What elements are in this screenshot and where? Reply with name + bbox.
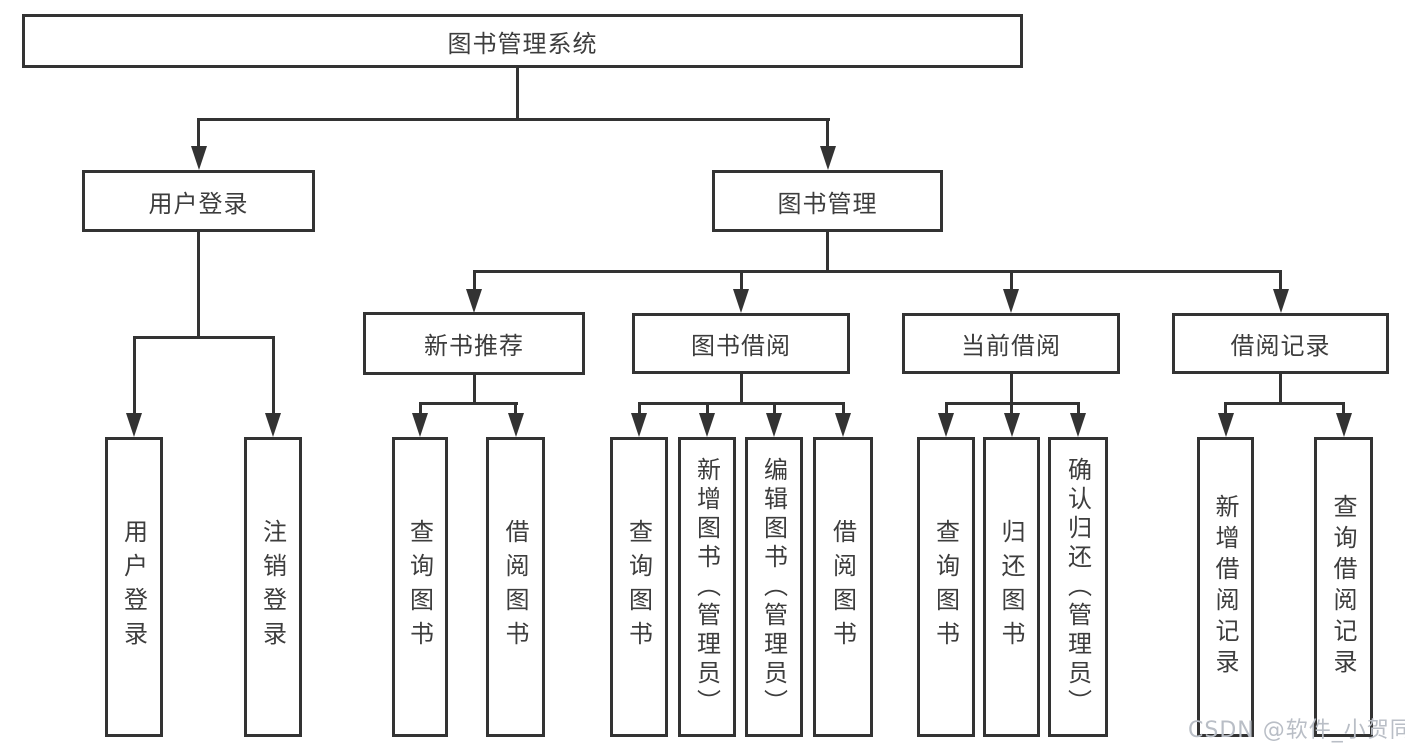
arrow-down-icon bbox=[466, 289, 482, 313]
node-logout: 注销登录 bbox=[244, 437, 302, 737]
connector-line bbox=[472, 375, 476, 405]
node-label: 用户登录 bbox=[148, 189, 249, 218]
connector-line bbox=[472, 270, 1282, 273]
connector-line bbox=[1009, 374, 1013, 405]
connector-line bbox=[271, 336, 275, 415]
node-label: 图书借阅 bbox=[691, 332, 791, 360]
arrow-down-icon bbox=[1335, 413, 1352, 437]
node-query-books-current: 查询图书 bbox=[917, 437, 975, 737]
connector-line bbox=[637, 402, 641, 416]
arrow-down-icon bbox=[766, 413, 782, 437]
arrow-down-icon bbox=[507, 413, 524, 437]
arrow-down-icon bbox=[631, 413, 647, 437]
arrow-down-icon bbox=[699, 413, 715, 437]
arrow-down-icon bbox=[733, 289, 749, 313]
node-query-books-borrowing: 查询图书 bbox=[610, 437, 668, 737]
connector-line bbox=[841, 402, 845, 416]
connector-line bbox=[637, 402, 845, 405]
arrow-down-icon bbox=[1003, 413, 1020, 437]
connector-line bbox=[739, 270, 743, 291]
arrow-down-icon bbox=[938, 413, 954, 437]
node-label: 当前借阅 bbox=[961, 332, 1061, 360]
node-book-management: 图书管理 bbox=[712, 170, 943, 232]
node-query-borrow-record: 查询借阅记录 bbox=[1314, 437, 1373, 737]
node-borrow-books-recommend: 借阅图书 bbox=[486, 437, 545, 737]
arrow-down-icon bbox=[819, 146, 836, 170]
node-root: 图书管理系统 bbox=[22, 14, 1023, 68]
node-current-borrowing: 当前借阅 bbox=[902, 313, 1120, 374]
connector-line bbox=[197, 232, 200, 338]
connector-line bbox=[132, 336, 136, 415]
node-user-login-leaf: 用户登录 bbox=[105, 437, 163, 737]
node-label: 借阅图书 bbox=[828, 519, 857, 655]
connector-line bbox=[705, 402, 709, 416]
node-return-books: 归还图书 bbox=[983, 437, 1040, 737]
node-label: 确认归还（管理员） bbox=[1063, 456, 1092, 718]
connector-line bbox=[197, 118, 830, 121]
node-label: 新增借阅记录 bbox=[1211, 494, 1239, 680]
connector-line bbox=[826, 118, 829, 148]
watermark: CSDN @软件_小贺同学 bbox=[1188, 718, 1405, 743]
connector-line bbox=[1224, 402, 1345, 405]
node-edit-books-admin: 编辑图书（管理员） bbox=[745, 437, 803, 737]
arrow-down-icon bbox=[412, 413, 428, 437]
connector-line bbox=[1279, 270, 1282, 291]
node-confirm-return-admin: 确认归还（管理员） bbox=[1048, 437, 1108, 737]
connector-line bbox=[132, 336, 275, 339]
node-user-login: 用户登录 bbox=[82, 170, 315, 232]
connector-line bbox=[197, 118, 200, 148]
node-label: 查询图书 bbox=[624, 519, 653, 655]
connector-line bbox=[1010, 402, 1013, 416]
connector-line bbox=[1279, 374, 1282, 405]
connector-line bbox=[418, 402, 422, 416]
arrow-down-icon bbox=[1272, 289, 1289, 313]
connector-line bbox=[944, 402, 948, 416]
connector-line bbox=[516, 68, 519, 120]
node-label: 查询借阅记录 bbox=[1329, 494, 1357, 680]
arrow-down-icon bbox=[1070, 413, 1086, 437]
connector-line bbox=[826, 232, 829, 272]
connector-line bbox=[1224, 402, 1227, 416]
node-label: 查询图书 bbox=[931, 519, 960, 655]
node-label: 借阅图书 bbox=[501, 519, 529, 655]
node-label: 新书推荐 bbox=[424, 332, 524, 360]
connector-line bbox=[1342, 402, 1345, 416]
arrow-down-icon bbox=[835, 413, 851, 437]
node-borrow-books-borrowing: 借阅图书 bbox=[813, 437, 873, 737]
node-label: 新增图书（管理员） bbox=[692, 456, 721, 718]
connector-line bbox=[514, 402, 517, 416]
node-query-books-recommend: 查询图书 bbox=[392, 437, 448, 737]
node-label: 编辑图书（管理员） bbox=[759, 456, 788, 718]
node-label: 借阅记录 bbox=[1230, 332, 1331, 360]
node-label: 查询图书 bbox=[405, 519, 434, 655]
connector-line bbox=[472, 270, 476, 291]
node-label: 用户登录 bbox=[119, 519, 148, 655]
node-label: 图书管理系统 bbox=[447, 29, 598, 58]
node-new-book-recommend: 新书推荐 bbox=[363, 312, 585, 375]
node-book-borrowing: 图书借阅 bbox=[632, 313, 850, 374]
node-add-books-admin: 新增图书（管理员） bbox=[678, 437, 736, 737]
connector-line bbox=[772, 402, 776, 416]
node-add-borrow-record: 新增借阅记录 bbox=[1197, 437, 1254, 737]
connector-line bbox=[1076, 402, 1080, 416]
node-label: 图书管理 bbox=[777, 189, 878, 218]
connector-line bbox=[418, 402, 518, 405]
arrow-down-icon bbox=[126, 413, 142, 437]
arrow-down-icon bbox=[265, 413, 281, 437]
arrow-down-icon bbox=[190, 146, 207, 170]
connector-line bbox=[739, 374, 743, 405]
arrow-down-icon bbox=[1003, 289, 1019, 313]
arrow-down-icon bbox=[1217, 413, 1234, 437]
connector-line bbox=[1009, 270, 1013, 291]
node-label: 归还图书 bbox=[997, 519, 1025, 655]
node-label: 注销登录 bbox=[258, 519, 287, 655]
node-borrowing-records: 借阅记录 bbox=[1172, 313, 1389, 374]
